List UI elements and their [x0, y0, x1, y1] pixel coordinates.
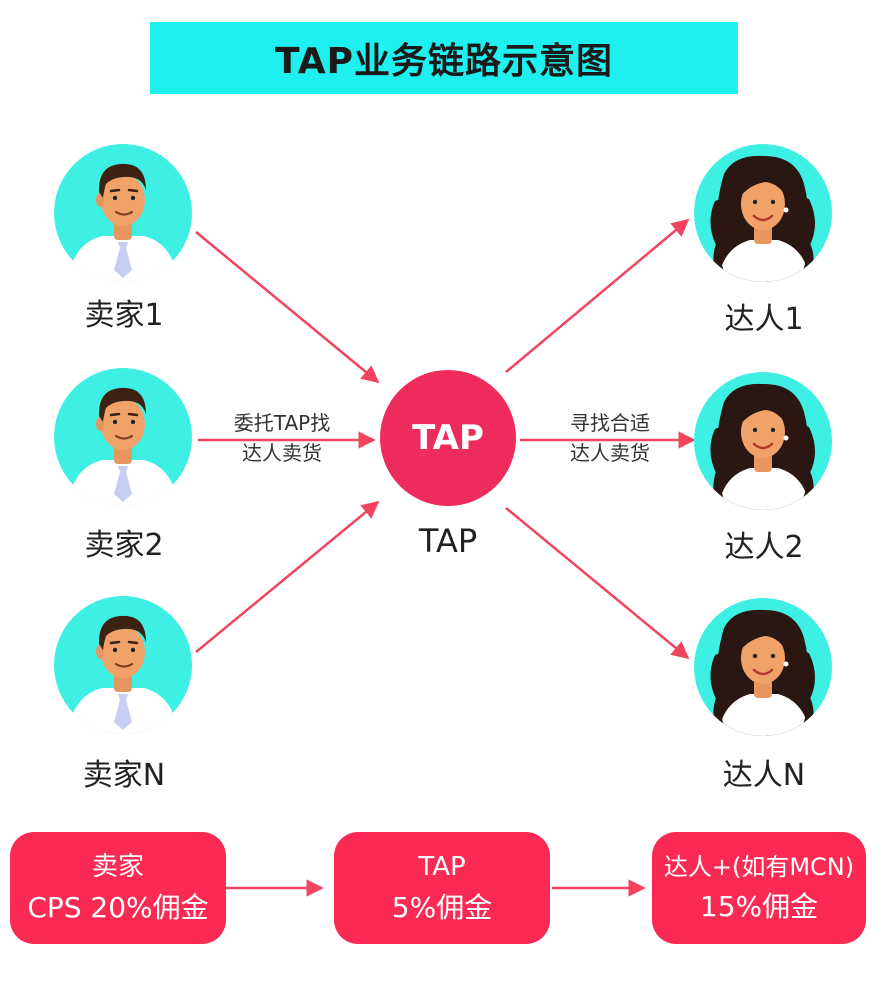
- tap-hub-label: TAP: [418, 522, 478, 560]
- right-edge-label-line2: 达人卖货: [570, 441, 650, 465]
- right-edge-label: 寻找合适 达人卖货: [540, 408, 680, 468]
- creator-avatar-icon: [694, 144, 832, 282]
- creator-label: 达人N: [722, 758, 806, 793]
- seller-avatar-icon: [54, 144, 192, 282]
- seller-commission-box: 卖家 CPS 20%佣金: [10, 832, 226, 944]
- seller-commission-title: 卖家: [91, 852, 144, 882]
- seller-commission-rate: CPS 20%佣金: [27, 891, 209, 924]
- creator-commission-box: 达人+(如有MCN) 15%佣金: [652, 832, 866, 944]
- creator-label: 达人2: [724, 530, 804, 565]
- seller-label: 卖家N: [82, 758, 166, 793]
- left-edge-label-line1: 委托TAP找: [233, 411, 331, 435]
- tap-commission-title: TAP: [418, 852, 466, 882]
- seller-label: 卖家2: [84, 528, 164, 563]
- seller-avatar-icon: [54, 368, 192, 506]
- tap-hub-node: TAP: [380, 370, 516, 506]
- creator-avatar-icon: [694, 598, 832, 736]
- arrow-tap-to-creator1: [505, 218, 690, 373]
- tap-commission-rate: 5%佣金: [391, 891, 493, 924]
- arrow-seller1-to-tap: [195, 231, 380, 384]
- creator-commission-title: 达人+(如有MCN): [663, 853, 855, 881]
- arrow-sellerN-to-tap: [195, 500, 380, 653]
- seller-avatar-icon: [54, 596, 192, 734]
- left-edge-label-line2: 达人卖货: [242, 441, 322, 465]
- right-edge-label-line1: 寻找合适: [570, 411, 650, 435]
- creator-label: 达人1: [724, 302, 804, 337]
- left-edge-label: 委托TAP找 达人卖货: [212, 408, 352, 468]
- seller-label: 卖家1: [84, 298, 164, 333]
- tap-commission-box: TAP 5%佣金: [334, 832, 550, 944]
- title-banner: TAP业务链路示意图: [150, 22, 738, 94]
- diagram-title: TAP业务链路示意图: [274, 41, 613, 82]
- creator-avatar-icon: [694, 372, 832, 510]
- tap-hub-text: TAP: [412, 418, 484, 458]
- arrow-tap-to-creatorN: [505, 507, 690, 660]
- creator-commission-rate: 15%佣金: [699, 890, 819, 923]
